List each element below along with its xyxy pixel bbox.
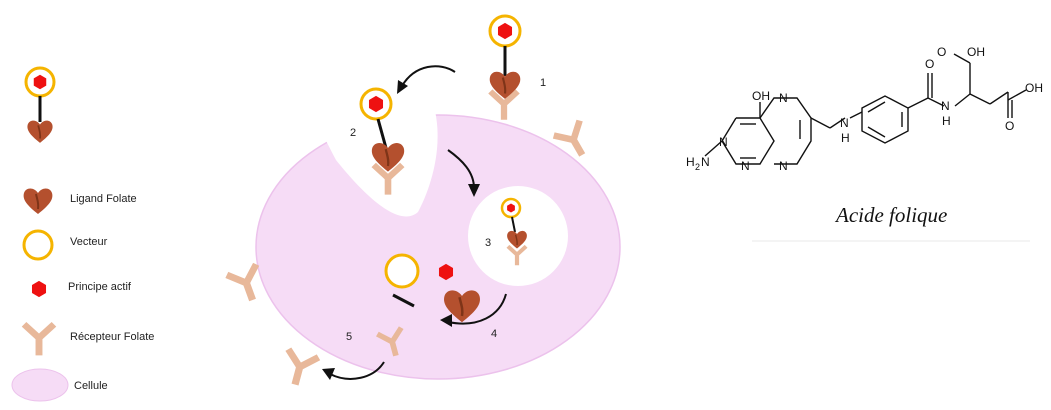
svg-text:O: O: [925, 57, 934, 71]
legend: Ligand Folate Vecteur Principe actif Réc…: [11, 66, 154, 402]
svg-text:OH: OH: [752, 89, 770, 103]
svg-text:H: H: [942, 114, 951, 128]
step-4-release: [384, 253, 482, 324]
ligand-folate-icon: [22, 187, 54, 215]
arrow-4: [447, 293, 507, 325]
active-principle-icon: [31, 280, 47, 298]
legend-ligand-label: Ligand Folate: [70, 193, 137, 205]
svg-text:N: N: [779, 91, 788, 105]
svg-text:H: H: [841, 131, 850, 145]
step-4-label: 4: [491, 328, 497, 340]
svg-text:O: O: [937, 45, 946, 59]
arrow-head-2: [468, 184, 480, 197]
cell-icon: [11, 368, 69, 402]
step-5-label: 5: [346, 331, 352, 343]
arrow-1-to-2: [401, 65, 456, 87]
svg-text:OH: OH: [1025, 81, 1043, 95]
step-1-label: 1: [540, 77, 546, 89]
step-3-conjugate: [500, 197, 528, 266]
folic-acid-labels: OH N N N N N H N H H 2 N O O OH O OH: [686, 45, 1043, 173]
svg-text:H: H: [686, 155, 695, 169]
svg-text:N: N: [741, 159, 750, 173]
folate-receptor-icon: [21, 322, 57, 356]
vector-icon: [22, 229, 54, 261]
legend-cell-label: Cellule: [74, 380, 108, 392]
step-2-conjugate: [359, 87, 406, 195]
molecule-caption: Acide folique: [834, 203, 947, 227]
svg-text:OH: OH: [967, 45, 985, 59]
step-1-conjugate: [488, 14, 522, 120]
svg-text:N: N: [701, 155, 710, 169]
svg-text:N: N: [941, 99, 950, 113]
free-receptor-bottom: [277, 346, 322, 390]
legend-vector-label: Vecteur: [70, 236, 108, 248]
cell: [255, 88, 621, 380]
svg-text:O: O: [1005, 119, 1014, 133]
step-2-label: 2: [350, 127, 356, 139]
arrow-5: [329, 361, 385, 380]
svg-text:N: N: [779, 159, 788, 173]
legend-conjugate-icon: [24, 66, 56, 144]
legend-active-label: Principe actif: [68, 281, 132, 293]
arrow-head-1: [397, 80, 408, 94]
svg-text:2: 2: [695, 162, 700, 172]
legend-receptor-label: Récepteur Folate: [70, 331, 154, 343]
arrow-head-5: [322, 368, 335, 380]
step-3-label: 3: [485, 237, 491, 249]
arrow-head-4: [440, 314, 452, 327]
svg-text:N: N: [719, 135, 728, 149]
folic-acid-structure: [704, 53, 1027, 165]
svg-text:N: N: [840, 116, 849, 130]
